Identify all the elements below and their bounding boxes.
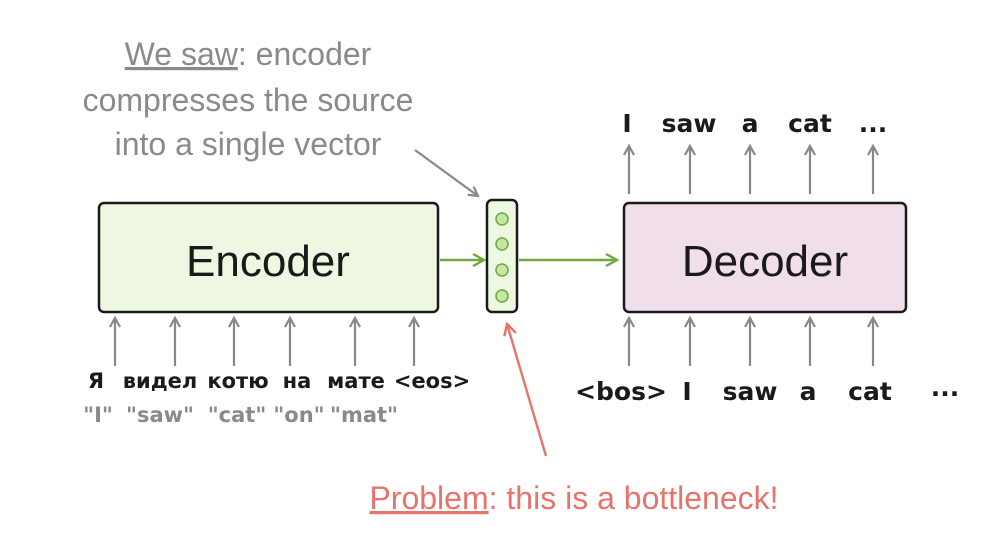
top-note-line3: into a single vector	[115, 126, 382, 162]
translation-token: "mat"	[330, 403, 398, 427]
decoder-output-token: saw	[662, 109, 717, 138]
decoder-label: Decoder	[682, 237, 848, 286]
vector-cell	[495, 212, 509, 226]
decoder-output-token: a	[742, 109, 759, 138]
decoder-output-arrows	[629, 146, 873, 194]
top-note-line2: compresses the source	[83, 82, 414, 118]
encoder-input-token: Я	[88, 369, 104, 393]
context-vector	[485, 198, 519, 314]
encoder-input-token: <eos>	[394, 369, 470, 393]
top-note-line1: We saw: encoder	[125, 36, 372, 72]
top-note-lead: We saw	[125, 36, 239, 72]
top-note-pointer-arrow	[414, 149, 478, 196]
decoder-input-token: I	[682, 377, 691, 406]
encoder-input-tokens: Я видел котю на мате <eos>	[88, 369, 470, 393]
encoder-input-arrows	[115, 318, 414, 366]
translation-token: "on"	[273, 403, 324, 427]
decoder-output-token: cat	[788, 109, 832, 138]
encoder-translations: "I" "saw" "cat" "on" "mat"	[83, 403, 398, 427]
encoder-input-token: котю	[207, 369, 268, 393]
decoder-input-tokens: <bos> I saw a cat ...	[575, 373, 959, 406]
decoder-output-token: ...	[859, 109, 888, 138]
decoder-output-token: I	[622, 109, 631, 138]
encoder-input-token: мате	[327, 369, 385, 393]
context-vector-box	[485, 198, 519, 314]
decoder-input-token: <bos>	[575, 377, 667, 406]
encoder-box	[97, 201, 440, 314]
decoder-input-arrows	[629, 318, 873, 366]
decoder-input-token: ...	[931, 373, 960, 402]
vector-cell	[495, 289, 509, 303]
encoder-label: Encoder	[186, 237, 350, 286]
bottom-note: Problem: this is a bottleneck!	[369, 480, 778, 516]
top-note: We saw: encoder compresses the source in…	[83, 36, 414, 162]
vector-cell	[495, 263, 509, 277]
translation-token: "cat"	[208, 403, 267, 427]
decoder-input-token: cat	[848, 377, 892, 406]
bottleneck-pointer-arrow	[507, 324, 548, 457]
translation-token: "I"	[83, 403, 113, 427]
decoder-input-token: saw	[723, 377, 778, 406]
encoder-input-token: видел	[123, 369, 198, 393]
decoder-box	[622, 201, 908, 314]
decoder-input-token: a	[800, 377, 817, 406]
encoder-input-token: на	[283, 369, 312, 393]
vector-cell	[495, 237, 509, 251]
decoder-output-tokens: I saw a cat ...	[622, 109, 887, 138]
bottom-note-lead: Problem	[369, 480, 488, 516]
translation-token: "saw"	[126, 403, 194, 427]
